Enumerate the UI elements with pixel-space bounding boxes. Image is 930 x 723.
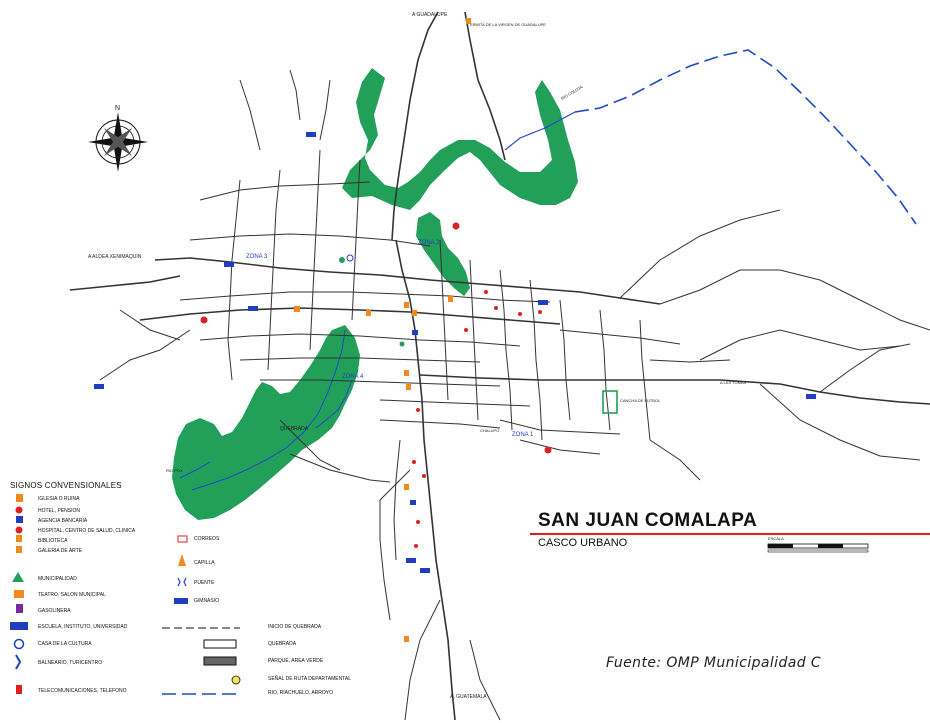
label-quebrada: QUEBRADA	[280, 426, 309, 432]
river-colota	[504, 111, 576, 151]
label-aldea-tomas: A LAS TOMAS	[720, 380, 747, 385]
legend-item-gallery: GALERIA DE ARTE	[38, 548, 83, 554]
legend-item-chapel: CAPILLA	[194, 560, 215, 566]
legend-item-spa: BALNEARIO, TURICENTRO	[38, 660, 103, 666]
legend-item-gas-station: GASOLINERA	[38, 608, 71, 614]
compass-rose-icon	[88, 112, 148, 172]
label-aldea-xenimaquin: A ALDEA XENIMAQUIN	[88, 254, 142, 260]
label-chalupo: CHALUPO	[480, 428, 499, 433]
church-markers	[294, 18, 471, 642]
river-north	[574, 49, 917, 225]
compass-north-label: N	[115, 105, 120, 112]
legend-item-school: ESCUELA, INSTITUTO, UNIVERSIDAD	[38, 624, 128, 630]
label-rio-pox: RIO POX	[166, 468, 183, 473]
legend-item-theater: TEATRO, SALON MUNICIPAL	[38, 592, 106, 598]
river-quebrada	[191, 329, 346, 491]
school-markers	[94, 132, 816, 573]
legend-item-bridge: PUENTE	[194, 580, 215, 586]
map-subtitle: CASCO URBANO	[538, 537, 628, 549]
legend-item-ravine-start: INICIO DE QUEBRADA	[268, 624, 322, 630]
label-zona-3: ZONA 3	[246, 254, 268, 260]
legend-item-bank: AGENCIA BANCARIA	[38, 518, 88, 524]
green-area-ravine	[416, 212, 470, 296]
legend-title: SIGNOS CONVENSIONALES	[10, 481, 122, 490]
main-roads	[69, 11, 930, 721]
legend-item-municipality: MUNICIPALIDAD	[38, 576, 77, 582]
label-cancha: CANCHA DE FUTBOL	[620, 398, 661, 403]
river-pox	[179, 461, 211, 479]
label-guadalupe: A GUADALUPE	[412, 12, 448, 18]
label-zona-2: ZONA 2	[418, 240, 440, 246]
legend-symbols	[10, 494, 241, 695]
street-grid	[99, 69, 930, 721]
green-area-north	[342, 68, 578, 210]
legend-item-park: PARQUE, AREA VERDE	[268, 658, 324, 664]
scale-bar: ESCALA	[767, 536, 869, 553]
legend-item-church: IGLESIA O RUINA	[38, 496, 80, 502]
legend-item-telecom: TELECOMUNICACIONES, TELEFONO	[38, 688, 127, 694]
label-zona-4: ZONA 4	[342, 374, 364, 380]
legend-item-ravine: QUEBRADA	[268, 641, 297, 647]
green-area-southwest	[172, 325, 360, 520]
legend-item-gym: GIMNASIO	[194, 598, 220, 604]
river-zona4	[315, 379, 353, 429]
park-markers	[339, 257, 405, 347]
soccer-field	[602, 390, 618, 414]
title-rule	[530, 533, 930, 535]
svg-text:ESCALA: ESCALA	[768, 536, 784, 541]
legend-item-route-sign: SEÑAL DE RUTA DEPARTAMENTAL	[268, 676, 351, 682]
hospital-markers	[200, 222, 552, 548]
map-title: SAN JUAN COMALAPA	[538, 510, 758, 531]
legend-item-hotel: HOTEL, PENSION	[38, 508, 80, 514]
source-note: Fuente: OMP Municipalidad C	[606, 655, 822, 671]
label-guatemala: A. GUATEMALA	[450, 694, 487, 700]
label-zona-1: ZONA 1	[512, 432, 534, 438]
legend-item-river: RIO, RIACHUELO, ARROYO	[268, 690, 334, 696]
culture-house-marker	[346, 254, 354, 262]
legend-item-library: BIBLIOTECA	[38, 538, 68, 544]
legend-item-hospital: HOSPITAL, CENTRO DE SALUD, CLINICA	[38, 528, 136, 534]
legend-item-culture-house: CASA DE LA CULTURA	[38, 641, 92, 647]
label-ermita: ERMITA DE LA VIRGEN DE GUADALUPE	[470, 22, 546, 27]
title-block: SAN JUAN COMALAPA	[538, 510, 757, 532]
legend-item-post: CORREOS	[194, 536, 220, 542]
